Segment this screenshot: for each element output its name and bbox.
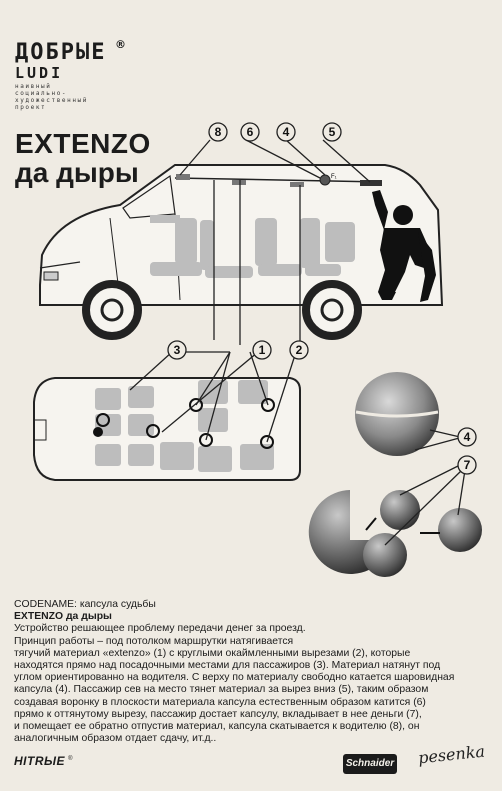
callout-label: 1 xyxy=(259,343,266,357)
footer-logo-center: Schnaider xyxy=(343,754,397,774)
callout-label: 7 xyxy=(464,458,471,472)
footer-signature: pesenka xyxy=(417,741,486,768)
callout-label: 2 xyxy=(296,343,303,357)
device-name: EXTENZO да дыры xyxy=(14,611,112,623)
page-title: EXTENZO да дыры xyxy=(15,130,151,188)
description-line: Принцип работы – под потолком маршрутки … xyxy=(14,635,294,647)
illustration: F₁ xyxy=(33,122,482,577)
title-main: EXTENZO xyxy=(15,128,151,159)
callout-labels: 8 6 4 5 3 1 2 4 7 xyxy=(174,125,471,472)
brand-tagline: наивный социально- художественный проект xyxy=(15,83,106,111)
brand-registered-mark: ® xyxy=(115,38,126,51)
footer-left-text: HITRЫE xyxy=(14,754,65,768)
description-line: углом ориентированно на водителя. С верх… xyxy=(14,672,455,684)
callout-label: 4 xyxy=(283,125,290,139)
description-line: прямо к оттянутому вырезу, пассажир дост… xyxy=(14,708,422,720)
description-line: аналогичным образом отдает сдачу, ит.д.. xyxy=(14,733,217,745)
description-line: создавая воронку в плоскости материала к… xyxy=(14,696,426,708)
brand-tagline-line: художественный xyxy=(15,97,88,104)
description-line: капсула (4). Пассажир сев на место тянет… xyxy=(14,684,429,696)
callout-label: 6 xyxy=(247,125,254,139)
title-sub: да дыры xyxy=(15,157,139,188)
callout-label: 4 xyxy=(464,430,471,444)
brand-logo: ДОБРЫЕ ® LUDI наивный социально- художес… xyxy=(15,38,126,111)
brand-tagline-line: проект xyxy=(15,104,47,111)
description-line: и помещает ее обратно отпустив материал,… xyxy=(14,721,420,733)
capsule-closed xyxy=(355,372,439,456)
brand-tagline-line: наивный xyxy=(15,83,52,90)
description-line: находятся прямо над посадочными местами … xyxy=(14,660,441,672)
brand-tagline-line: социально- xyxy=(15,90,68,97)
callout-label: 3 xyxy=(174,343,181,357)
brand-subtitle: LUDI xyxy=(15,64,64,82)
description-line: Устройство решающее проблему передачи де… xyxy=(14,623,306,635)
passenger-silhouette xyxy=(372,190,436,302)
callout-label: 8 xyxy=(215,125,222,139)
minibus-side-view: F₁ xyxy=(39,164,444,340)
minibus-top-view xyxy=(33,377,301,481)
capsule-open xyxy=(308,490,482,577)
brand-title: ДОБРЫЕ xyxy=(15,40,107,65)
footer-left-mark: ® xyxy=(68,756,73,762)
callout-lines xyxy=(129,139,466,546)
callout-label: 5 xyxy=(329,125,336,139)
codename: CODENAME: капсула судьбы xyxy=(14,599,156,610)
description: CODENAME: капсула судьбы EXTENZO да дыры… xyxy=(14,599,494,745)
svg-text:F₁: F₁ xyxy=(331,174,337,180)
footer-logo-left: HITRЫE® xyxy=(14,754,73,768)
description-line: тягучий материал «extenzo» (1) с круглым… xyxy=(14,647,411,659)
callout-circles xyxy=(167,122,477,475)
